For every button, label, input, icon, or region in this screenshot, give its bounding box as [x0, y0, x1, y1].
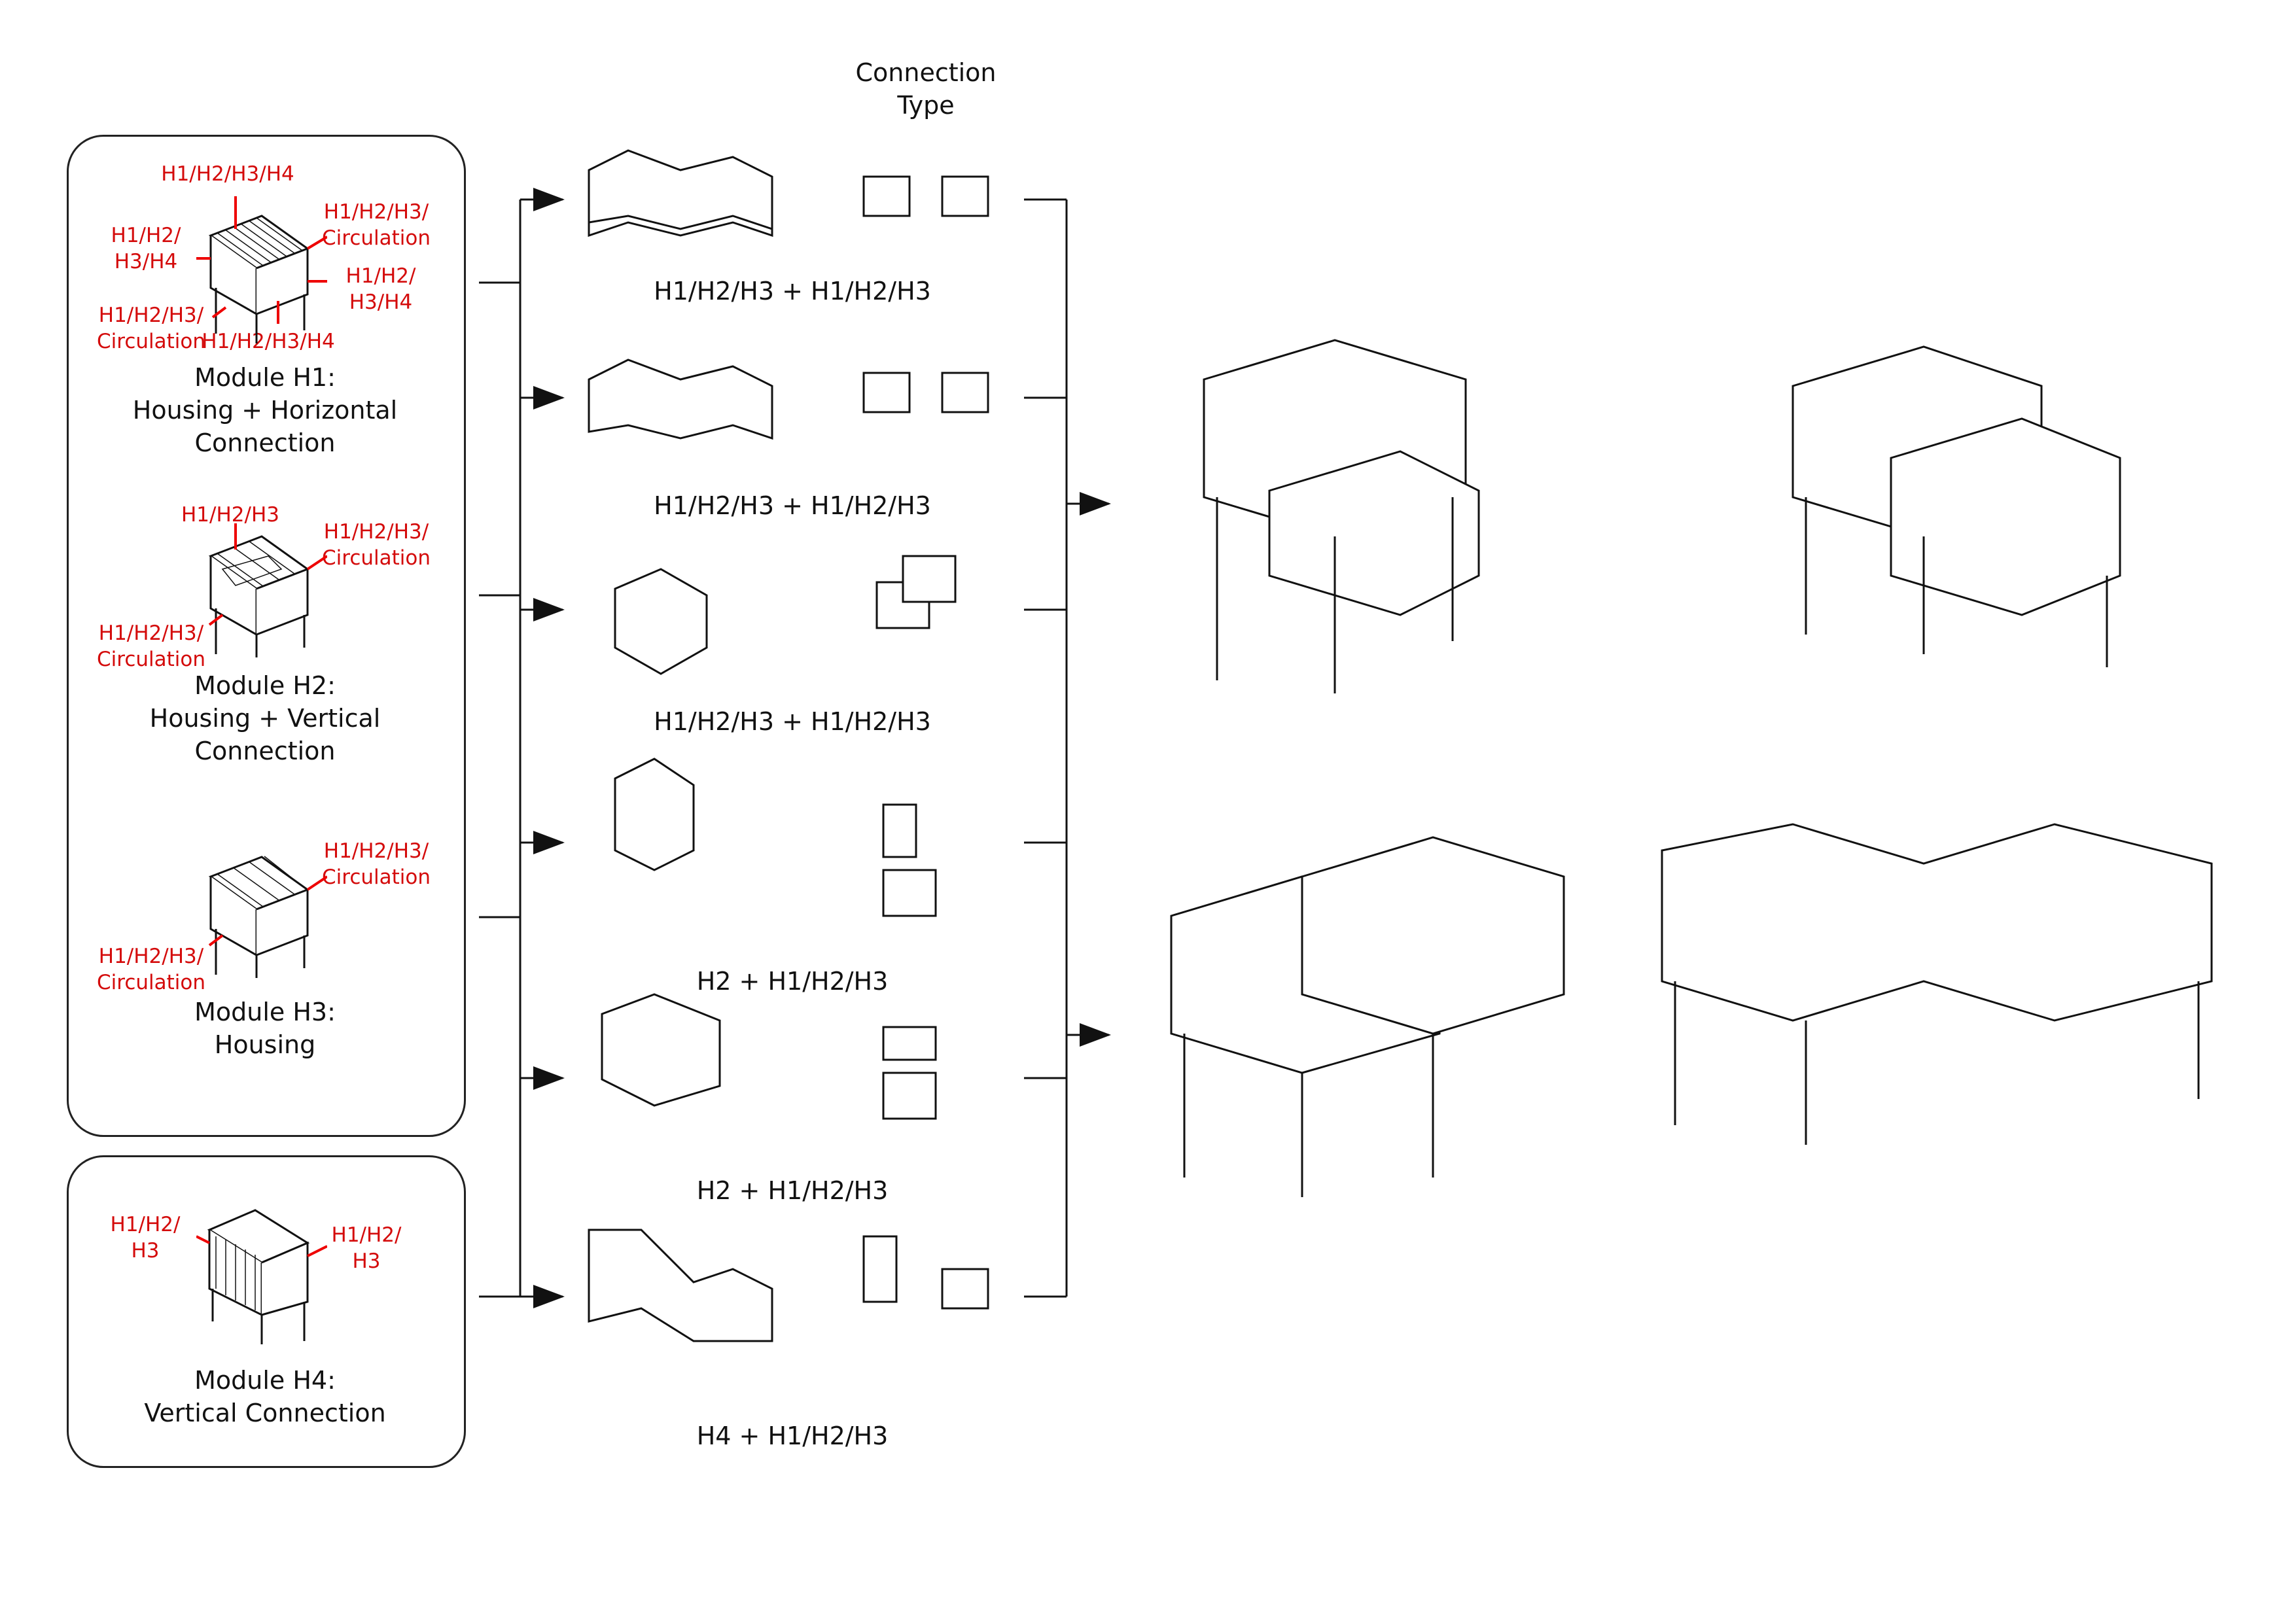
h2-tag-left: H1/H2/H3/ Circulation	[96, 621, 206, 671]
module-h1-drawing	[196, 196, 327, 343]
h1-tag-bottom-left: H1/H2/H3/ Circulation	[96, 304, 206, 353]
module-h2-drawing	[208, 523, 327, 657]
h1-tag-top: H1/H2/H3/H4	[161, 162, 294, 186]
connection-label-3: H1/H2/H3 + H1/H2/H3	[654, 707, 931, 736]
h1-tag-top-right: H1/H2/H3/ Circulation	[321, 200, 431, 250]
h1-tag-left: H1/H2/ H3/H4	[111, 224, 181, 273]
h3-tag-right: H1/H2/H3/ Circulation	[321, 839, 431, 889]
h1-tag-right: H1/H2/ H3/H4	[345, 264, 416, 314]
h3-tag-left: H1/H2/H3/ Circulation	[96, 945, 206, 994]
h4-tag-right: H1/H2/ H3	[331, 1223, 402, 1273]
connection-drawings	[588, 149, 989, 1342]
connection-label-5: H2 + H1/H2/H3	[696, 1176, 889, 1205]
module-h1-title: Module H1: Housing + Horizontal Connecti…	[132, 363, 398, 457]
module-h3-title: Module H3: Housing	[194, 998, 336, 1059]
module-h2-title: Module H2: Housing + Vertical Connection	[149, 671, 381, 765]
h1-tag-bottom: H1/H2/H3/H4	[202, 330, 335, 353]
h4-tag-left: H1/H2/ H3	[110, 1213, 181, 1263]
h2-tag-right: H1/H2/H3/ Circulation	[321, 520, 431, 570]
connection-label-6: H4 + H1/H2/H3	[696, 1422, 889, 1450]
module-h3-drawing	[208, 856, 327, 978]
module-h4-drawing	[196, 1209, 327, 1344]
module-h4-title: Module H4: Vertical Connection	[144, 1366, 386, 1427]
cluster-drawings	[1170, 339, 2213, 1197]
connection-label-4: H2 + H1/H2/H3	[696, 967, 889, 996]
connection-type-header: Connection Type	[855, 58, 997, 120]
connection-label-1: H1/H2/H3 + H1/H2/H3	[654, 277, 931, 305]
connection-label-2: H1/H2/H3 + H1/H2/H3	[654, 491, 931, 520]
h2-tag-top: H1/H2/H3	[181, 503, 279, 527]
